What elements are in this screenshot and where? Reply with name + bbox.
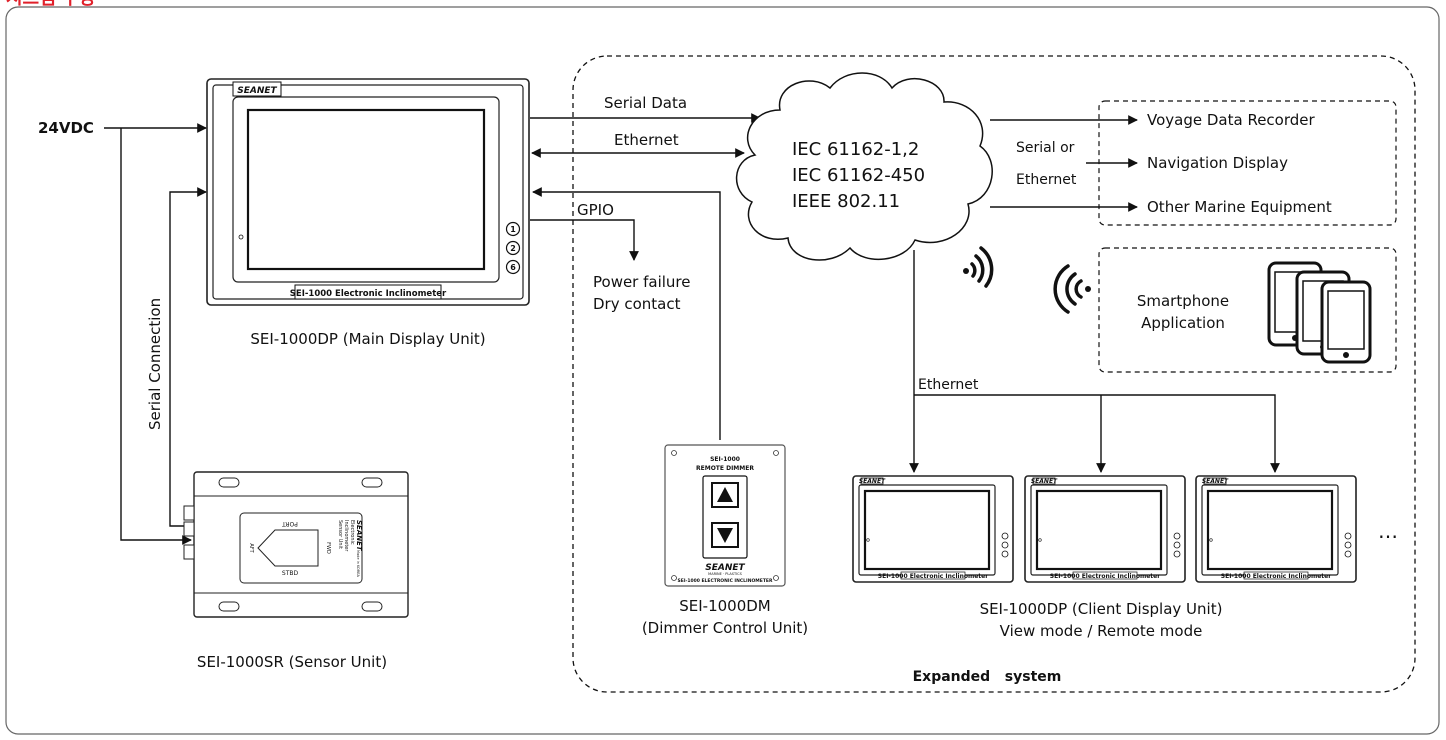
- up-arrow-icon: [717, 487, 733, 502]
- wifi-receive-icon: [1053, 264, 1091, 314]
- svg-text:SEANET: SEANET: [705, 563, 745, 573]
- network-cloud: IEC 61162-1,2 IEC 61162-450 IEEE 802.11: [735, 72, 993, 261]
- cloud-line-1: IEC 61162-1,2: [792, 139, 919, 160]
- svg-text:REMOTE DIMMER: REMOTE DIMMER: [696, 465, 754, 472]
- expanded-system-boundary: [572, 55, 1416, 693]
- main-badge: [294, 284, 442, 300]
- gpio-output-line1: Power failure: [593, 273, 691, 291]
- main-display-unit: SEANET 1 2 6 SEI-1000 Electronic Inclino…: [206, 78, 530, 306]
- svg-text:SEANET: SEANET: [355, 520, 363, 552]
- client-display-1: SEANET SEI-1000 Electronic Inclinometer: [851, 474, 1015, 584]
- gpio-line: [530, 219, 639, 261]
- svg-text:FWD: FWD: [325, 542, 331, 554]
- svg-text:PORT: PORT: [282, 520, 298, 527]
- smartphone-icon: [1267, 261, 1372, 364]
- dimmer-line: [532, 187, 721, 440]
- header-fragment: 시스템 구성: [6, 0, 95, 9]
- smartphone-line2: Application: [1141, 314, 1225, 332]
- client-caption-2: View mode / Remote mode: [1000, 622, 1203, 640]
- serial-connection-label: Serial Connection: [146, 298, 164, 430]
- ethernet-label: Ethernet: [614, 131, 679, 149]
- svg-text:SEANET: SEANET: [1202, 478, 1229, 485]
- main-button-1[interactable]: [505, 221, 521, 237]
- main-button-2[interactable]: [505, 240, 521, 256]
- main-buttons: 1 2 6: [505, 221, 521, 275]
- dimmer-control-unit: SEI-1000 REMOTE DIMMER SEANET MARINE · P…: [664, 444, 786, 587]
- svg-text:SEI-1000 Electronic Inclinomet: SEI-1000 Electronic Inclinometer: [878, 573, 988, 580]
- outer-frame: [5, 6, 1440, 735]
- expanded-system-label: Expanded system: [913, 669, 1062, 685]
- power-label: 24VDC: [38, 119, 94, 137]
- svg-text:STBD: STBD: [282, 570, 299, 577]
- serial-or-label: Serial or: [1016, 140, 1075, 156]
- svg-text:SEANET: SEANET: [1031, 478, 1058, 485]
- down-arrow-icon: [717, 528, 733, 543]
- client-display-3: SEANET SEI-1000 Electronic Inclinometer: [1194, 474, 1358, 584]
- main-brand-text: SEANET: [237, 86, 277, 96]
- cloud-line-2: IEC 61162-450: [792, 165, 925, 186]
- smartphone-line1: Smartphone: [1137, 292, 1229, 310]
- svg-text:SEI-1000 Electronic Inclinomet: SEI-1000 Electronic Inclinometer: [1050, 573, 1160, 580]
- power-led: [238, 234, 244, 240]
- svg-text:6: 6: [510, 263, 516, 272]
- svg-text:Electronic: Electronic: [349, 520, 355, 545]
- gpio-label: GPIO: [577, 201, 614, 219]
- svg-text:Inclinometer: Inclinometer: [343, 520, 349, 552]
- main-brand-logo: [232, 81, 282, 97]
- svg-text:AFT: AFT: [248, 543, 254, 553]
- smartphone-box: [1098, 247, 1397, 373]
- output-other-equipment: Other Marine Equipment: [1147, 198, 1332, 216]
- output-vdr: Voyage Data Recorder: [1147, 111, 1315, 129]
- svg-text:SEANET: SEANET: [859, 478, 886, 485]
- svg-text:SEI-1000: SEI-1000: [710, 456, 740, 463]
- serial-or-ethernet-label: Ethernet: [1016, 172, 1077, 188]
- client-caption-1: SEI-1000DP (Client Display Unit): [980, 600, 1223, 618]
- main-display-caption: SEI-1000DP (Main Display Unit): [250, 330, 485, 348]
- main-badge-text: SEI-1000 Electronic Inclinometer: [290, 289, 447, 299]
- clients-ellipsis: …: [1378, 519, 1398, 543]
- dimmer-caption-1: SEI-1000DM: [679, 597, 771, 615]
- power-to-sensor-line: [120, 128, 192, 545]
- wifi-signal-icon: [963, 246, 994, 288]
- cloud-line-3: IEEE 802.11: [792, 191, 900, 212]
- svg-text:2: 2: [510, 244, 516, 253]
- svg-text:Made in KOREA: Made in KOREA: [356, 550, 360, 577]
- svg-text:1: 1: [510, 225, 516, 234]
- sensor-unit: PORT STBD AFT FWD Electronic Inclinomete…: [183, 471, 409, 618]
- svg-text:SEI-1000 Electronic Inclinomet: SEI-1000 Electronic Inclinometer: [1221, 573, 1331, 580]
- main-button-3[interactable]: [505, 259, 521, 275]
- dimmer-caption-2: (Dimmer Control Unit): [642, 619, 808, 637]
- sensor-unit-caption: SEI-1000SR (Sensor Unit): [197, 653, 387, 671]
- gpio-output-line2: Dry contact: [593, 295, 681, 313]
- svg-text:Sensor Unit: Sensor Unit: [337, 520, 343, 549]
- output-nav-display: Navigation Display: [1147, 154, 1288, 172]
- svg-text:MARINE · PLASTICS: MARINE · PLASTICS: [708, 572, 742, 576]
- serial-data-label: Serial Data: [604, 94, 687, 112]
- serial-connection-line: [169, 187, 207, 527]
- clients-ethernet-label: Ethernet: [918, 377, 979, 393]
- svg-text:SEI-1000 ELECTRONIC INCLINOMET: SEI-1000 ELECTRONIC INCLINOMETER: [678, 578, 774, 584]
- client-display-2: SEANET SEI-1000 Electronic Inclinometer: [1023, 474, 1187, 584]
